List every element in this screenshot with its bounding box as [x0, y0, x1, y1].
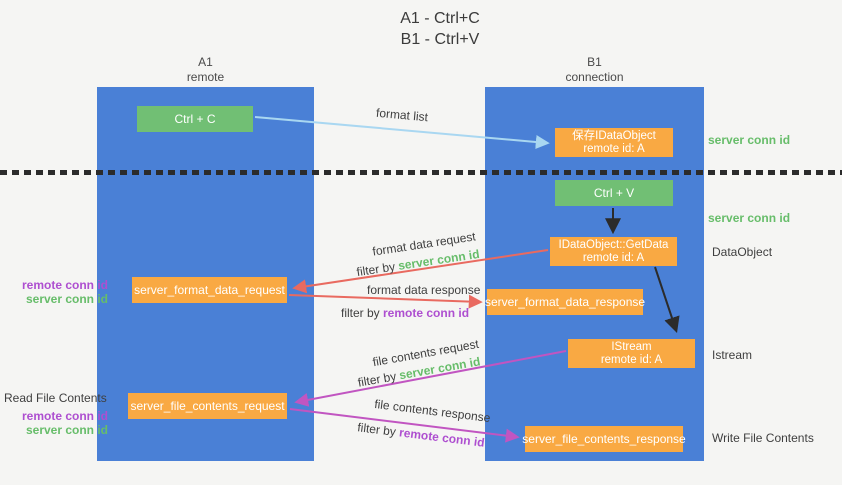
ctrl-c-node: Ctrl + C	[137, 106, 253, 132]
server-format-data-request-label: server_format_data_request	[134, 282, 285, 297]
write-file-contents-label: Write File Contents	[712, 431, 814, 445]
file-contents-response-filter-label: filter by remote conn id	[357, 420, 486, 449]
lane-left-name: remote	[186, 70, 225, 84]
lane-left-id: A1	[198, 55, 213, 69]
ctrl-v-node: Ctrl + V	[555, 180, 673, 206]
istream-node: IStream remote id: A	[568, 339, 695, 368]
file-contents-response-label: file contents response	[373, 396, 492, 426]
istream-line2: remote id: A	[600, 353, 663, 366]
lane-right-name: connection	[565, 70, 624, 84]
ctrl-v-label: Ctrl + V	[593, 185, 635, 200]
istream-line1: IStream	[611, 340, 652, 353]
server-conn-id-tag-1: server conn id	[25, 292, 108, 306]
ctrl-c-label: Ctrl + C	[174, 111, 216, 126]
filter-by-prefix: filter by	[356, 420, 401, 440]
filter-by-prefix: filter by	[356, 368, 401, 390]
save-idataobject-line2: remote id: A	[583, 142, 645, 155]
dataobject-label: DataObject	[712, 245, 773, 259]
server-format-data-response-label: server_format_data_response	[484, 294, 646, 309]
lane-header-right: B1 connection	[485, 55, 704, 85]
server-conn-id-tag-mid: server conn id	[708, 211, 791, 225]
remote-conn-id-tag-1: remote conn id	[21, 278, 108, 292]
getdata-line2: remote id: A	[582, 251, 645, 264]
remote-conn-id-text: remote conn id	[398, 425, 486, 450]
idataobject-getdata-node: IDataObject::GetData remote id: A	[550, 237, 677, 266]
getdata-line1: IDataObject::GetData	[558, 238, 669, 251]
save-idataobject-line1: 保存IDataObject	[572, 129, 656, 142]
conn-id-group-1: remote conn id server conn id	[8, 278, 108, 306]
server-file-contents-request-label: server_file_contents_request	[130, 398, 285, 413]
istream-side-label: Istream	[712, 348, 753, 362]
format-data-response-label: format data response	[367, 283, 481, 297]
dotted-separator-line	[0, 170, 842, 175]
server-format-data-response-node: server_format_data_response	[484, 289, 646, 315]
read-file-contents-label: Read File Contents	[4, 391, 107, 405]
title-line-1: A1 - Ctrl+C	[400, 10, 480, 27]
server-file-contents-response-label: server_file_contents_response	[522, 431, 686, 446]
format-data-response-filter-label: filter by remote conn id	[341, 306, 469, 320]
server-file-contents-response-node: server_file_contents_response	[522, 426, 686, 452]
server-conn-id-tag-2: server conn id	[25, 423, 108, 437]
format-list-label: format list	[375, 105, 429, 125]
conn-id-group-2: remote conn id server conn id	[8, 409, 108, 437]
remote-conn-id-text: remote conn id	[383, 306, 470, 320]
diagram-title: A1 - Ctrl+C B1 - Ctrl+V	[340, 8, 540, 50]
remote-conn-id-tag-2: remote conn id	[21, 409, 108, 423]
server-file-contents-request-node: server_file_contents_request	[128, 393, 287, 419]
title-line-2: B1 - Ctrl+V	[400, 31, 480, 48]
filter-by-prefix: filter by	[341, 306, 384, 320]
save-idataobject-node: 保存IDataObject remote id: A	[555, 128, 673, 157]
server-format-data-request-node: server_format_data_request	[132, 277, 287, 303]
filter-by-prefix: filter by	[355, 259, 400, 280]
lane-header-left: A1 remote	[97, 55, 314, 85]
server-conn-id-tag-top: server conn id	[708, 133, 791, 147]
lane-right-id: B1	[587, 55, 602, 69]
